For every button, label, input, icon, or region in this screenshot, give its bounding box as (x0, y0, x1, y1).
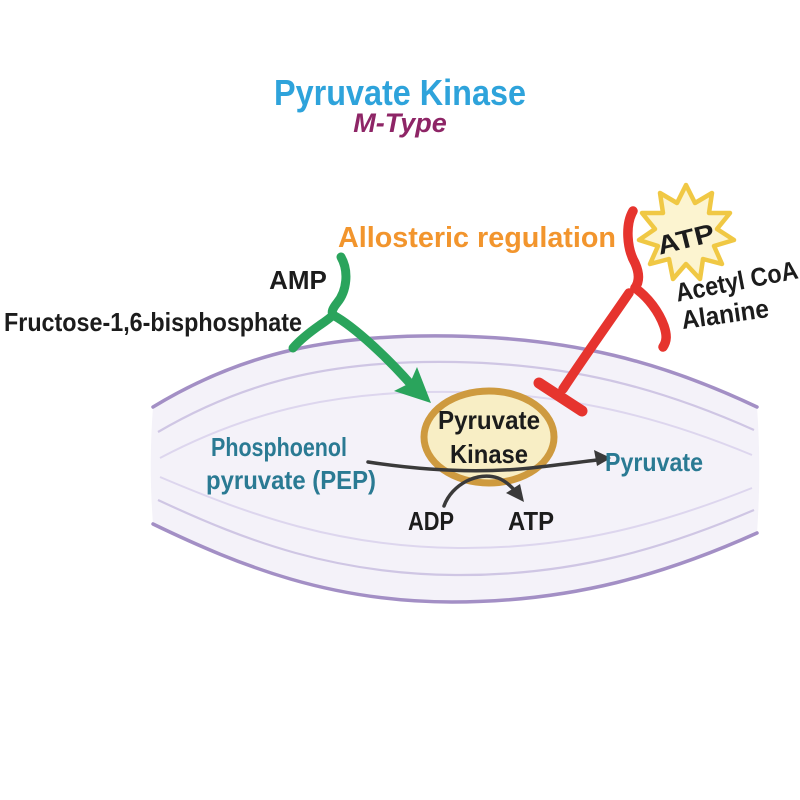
product-pyruvate-label: Pyruvate (605, 447, 703, 477)
activator-brace-top-arm (327, 252, 351, 320)
activator-f16bp-label: Fructose-1,6-bisphosphate (4, 307, 302, 337)
cell-inner-line-top-2 (159, 390, 753, 459)
enzyme-label-line1: Pyruvate (438, 405, 540, 435)
enzyme-ellipse (420, 387, 558, 487)
reaction-arrowhead (594, 450, 611, 466)
starburst-shape (636, 182, 737, 282)
substrate-label-line1: Phosphoenol (211, 432, 347, 462)
cell-top-membrane (151, 334, 759, 409)
inhibitor-t-bar (533, 377, 588, 417)
inhibitor-brace-top-arm (623, 206, 644, 293)
enzyme-node: Pyruvate Kinase (420, 387, 558, 487)
cell-inner-line-bottom-2 (159, 476, 753, 550)
activator-amp-label: AMP (269, 265, 327, 295)
cell-bottom-membrane (151, 522, 759, 604)
inhibitor-arrow (533, 206, 671, 417)
cell-inner-line-bottom-1 (157, 499, 755, 577)
cofactor-arc-shaft (442, 474, 519, 508)
substrate-label-line2: pyruvate (PEP) (206, 465, 376, 495)
enzyme-label-line2: Kinase (450, 439, 528, 469)
activator-arrowhead (394, 367, 431, 403)
inhibitor-shaft (558, 288, 634, 394)
regulation-heading: Allosteric regulation (338, 222, 616, 254)
cell-inner-line-top-1 (157, 360, 755, 433)
cofactor-atp-label: ATP (508, 506, 554, 536)
activator-arrow-shaft (328, 310, 419, 393)
reaction-arrow-shaft (366, 458, 599, 473)
activator-arrow (288, 252, 419, 393)
page-subtitle: M-Type (353, 108, 447, 138)
page-title: Pyruvate Kinase (274, 72, 526, 113)
atp-starburst: ATP (636, 182, 737, 282)
inhibitor-brace-side-arm (630, 283, 671, 352)
cofactor-adp-label: ADP (408, 506, 454, 536)
cofactor-arrowhead (506, 484, 524, 502)
